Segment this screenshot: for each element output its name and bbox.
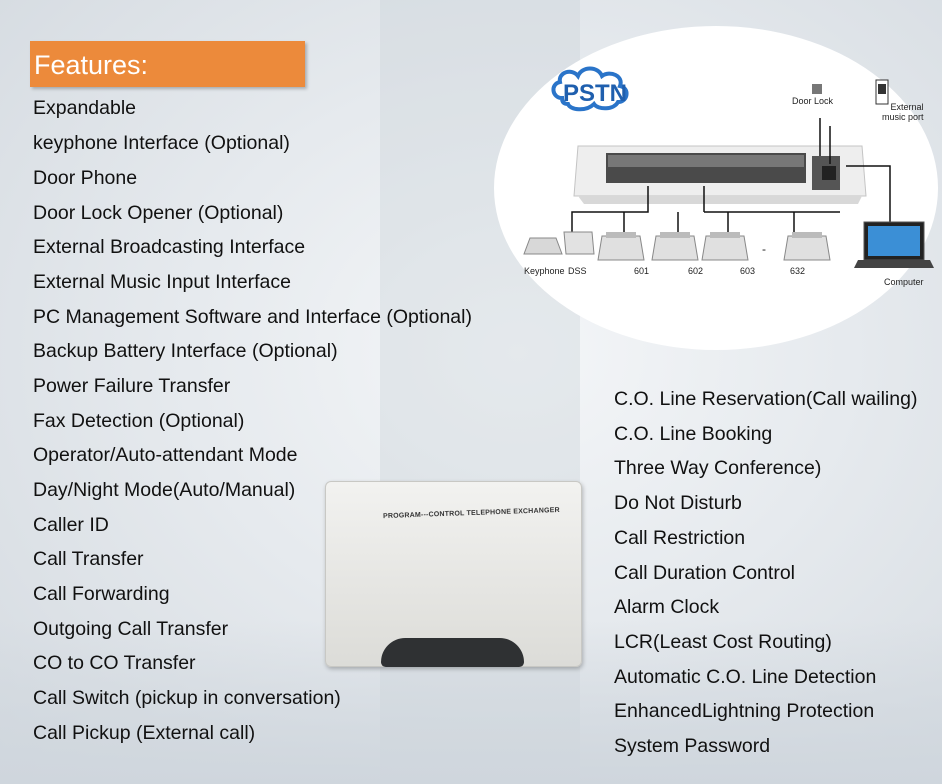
feature-item: keyphone Interface (Optional) [33, 132, 290, 154]
feature-item: Caller ID [33, 514, 109, 536]
connection-diagram: PSTN Door Lock External music port Keyph… [494, 26, 938, 350]
features-heading: Features: [34, 50, 149, 80]
pstn-cloud-icon [551, 66, 629, 112]
feature-item: Door Phone [33, 167, 138, 189]
feature-item: Power Failure Transfer [33, 375, 231, 397]
extension-label-601: 601 [634, 266, 650, 276]
extension-range-dash: - [762, 242, 766, 256]
feature-item: Alarm Clock [614, 596, 720, 618]
device-label: PROGRAM---CONTROL TELEPHONE EXCHANGER [382, 506, 560, 521]
device-base [381, 638, 524, 667]
external-music-label: External music port [882, 102, 924, 122]
keyphone-icon [523, 231, 595, 255]
diagram-graphics [523, 66, 934, 268]
feature-item: External Music Input Interface [33, 271, 291, 293]
computer-label: Computer [884, 277, 924, 287]
feature-item: Backup Battery Interface (Optional) [33, 340, 338, 362]
feature-item: Expandable [33, 97, 137, 119]
extension-phone-icon [651, 232, 699, 261]
feature-item: Outgoing Call Transfer [33, 618, 229, 640]
feature-item: CO to CO Transfer [33, 652, 196, 674]
feature-item: EnhancedLightning Protection [614, 700, 875, 722]
extension-phone-icon [701, 232, 749, 261]
laptop-icon [854, 221, 934, 268]
feature-item: PC Management Software and Interface (Op… [33, 306, 472, 328]
feature-item: Call Transfer [33, 548, 144, 570]
extension-label-603: 603 [740, 266, 756, 276]
extension-label-632: 632 [790, 266, 806, 276]
music-player-icon [875, 79, 889, 105]
feature-item: Call Forwarding [33, 583, 170, 605]
pstn-label: PSTN [563, 80, 628, 107]
door-lock-icon [812, 84, 822, 94]
door-lock-label: Door Lock [792, 96, 834, 106]
feature-item: External Broadcasting Interface [33, 236, 306, 258]
feature-item: Call Pickup (External call) [33, 722, 256, 744]
telephone-exchanger-device: PROGRAM---CONTROL TELEPHONE EXCHANGER [325, 481, 582, 667]
feature-item: Fax Detection (Optional) [33, 410, 245, 432]
feature-item: System Password [614, 735, 771, 757]
feature-item: C.O. Line Reservation(Call wailing) [614, 388, 918, 410]
feature-item: C.O. Line Booking [614, 423, 773, 445]
feature-item: LCR(Least Cost Routing) [614, 631, 832, 653]
extension-phone-icon [597, 232, 645, 261]
feature-item: Door Lock Opener (Optional) [33, 202, 284, 224]
feature-item: Operator/Auto-attendant Mode [33, 444, 298, 466]
feature-item: Call Switch (pickup in conversation) [33, 687, 341, 709]
feature-item: Automatic C.O. Line Detection [614, 666, 877, 688]
extension-label-602: 602 [688, 266, 704, 276]
feature-item: Three Way Conference) [614, 457, 822, 479]
feature-item: Call Duration Control [614, 562, 795, 584]
cable-lines [571, 118, 891, 232]
feature-item: Call Restriction [614, 527, 746, 549]
keyphone-label: Keyphone [524, 266, 565, 276]
dss-label: DSS [568, 266, 587, 276]
features-heading-banner: Features: [30, 41, 305, 87]
feature-item: Day/Night Mode(Auto/Manual) [33, 479, 296, 501]
pbx-unit-icon [573, 145, 867, 204]
feature-item: Do Not Disturb [614, 492, 742, 514]
extension-phone-icon [783, 232, 831, 261]
